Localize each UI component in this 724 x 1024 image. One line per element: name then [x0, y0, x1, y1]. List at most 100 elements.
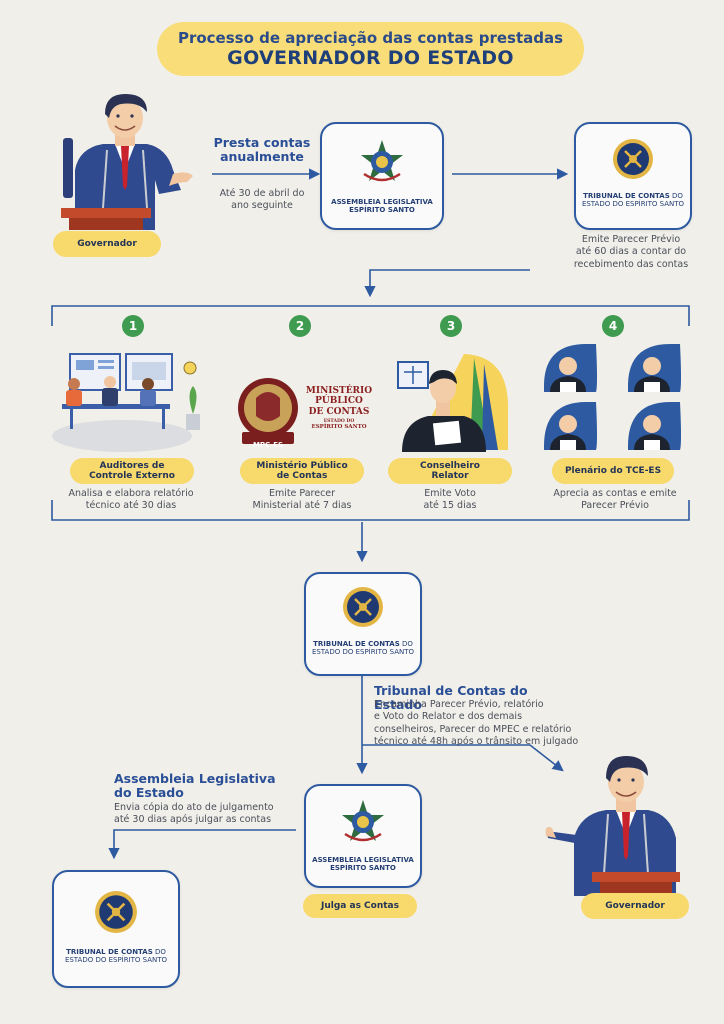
assembleia-card-bottom: ASSEMBLEIA LEGISLATIVA ESPÍRITO SANTO — [304, 784, 422, 888]
presta-contas-desc: Até 30 de abril do ano seguinte — [208, 188, 316, 213]
envia-line-2: até 30 dias após julgar as contas — [114, 814, 272, 826]
assembleia-emblem-icon — [361, 140, 403, 182]
envia-heading: Assembleia Legislativa do Estado — [114, 771, 284, 801]
assembleia-card-bottom-line-1: ASSEMBLEIA LEGISLATIVA — [312, 856, 414, 864]
presta-contas-desc-line-1: Até 30 de abril do — [219, 188, 305, 199]
julga-badge: Julga as Contas — [303, 894, 417, 918]
stage-3-number: 3 — [440, 315, 462, 337]
stage-2-desc-line-1: Emite Parecer — [268, 488, 336, 499]
emite-parecer-line-2: até 60 dias a contar do — [575, 246, 687, 258]
governador-bottom-badge: Governador — [581, 893, 689, 919]
arrow-to-governador-bottom — [362, 744, 564, 772]
encaminha-line-1: Encaminha Parecer Prévio, relatório — [374, 699, 544, 710]
stage-1-desc-line-2: técnico até 30 dias — [85, 500, 177, 512]
presta-contas-desc-line-2: ano seguinte — [231, 200, 293, 212]
stage-3-label-line-2: Relator — [431, 471, 469, 481]
stages-bracket-top — [51, 305, 690, 326]
title-line-1: Processo de apreciação das contas presta… — [177, 29, 564, 47]
conselheiro-illustration — [397, 354, 509, 452]
stages-bracket-bottom — [51, 500, 690, 521]
envia-line-1: Envia cópia do ato de julgamento — [114, 802, 274, 813]
assembleia-card-bottom-label: ASSEMBLEIA LEGISLATIVA ESPÍRITO SANTO — [306, 856, 420, 872]
arrow-tribunal-to-stages — [364, 269, 530, 298]
stage-4-desc-line-1: Aprecia as contas e emite — [553, 488, 677, 499]
mpc-logo-line-1: MINISTÉRIO — [305, 386, 373, 396]
tribunal-seal-icon — [95, 891, 137, 933]
stage-2-label-line-2: de Contas — [276, 471, 328, 481]
mpc-badge-text: MPC-ES — [252, 441, 284, 449]
title-line-2: GOVERNADOR DO ESTADO — [227, 47, 514, 69]
stage-1-desc: Analisa e elabora relatório técnico até … — [56, 488, 206, 513]
governador-top-label: Governador — [77, 238, 137, 249]
tribunal-card-bottom-label: TRIBUNAL DE CONTAS DO ESTADO DO ESPÍRITO… — [54, 948, 178, 964]
tribunal-card-middle-line-2: ESTADO DO ESPÍRITO SANTO — [311, 648, 415, 657]
stage-1-label-line-2: Controle Externo — [89, 471, 175, 481]
stage-1-desc-line-1: Analisa e elabora relatório — [68, 488, 194, 499]
encaminha-line-2: e Voto do Relator e dos demais — [374, 711, 523, 723]
tribunal-card-top: TRIBUNAL DE CONTAS DO ESTADO DO ESPÍRITO… — [574, 122, 692, 230]
emite-parecer-line-3: recebimento das contas — [573, 258, 689, 270]
tribunal-card-middle: TRIBUNAL DE CONTAS DO ESTADO DO ESPÍRITO… — [304, 572, 422, 676]
stage-2-number: 2 — [289, 315, 311, 337]
tribunal-card-middle-label: TRIBUNAL DE CONTAS DO ESTADO DO ESPÍRITO… — [306, 640, 420, 656]
title-banner: Processo de apreciação das contas presta… — [157, 22, 584, 76]
stage-2-desc: Emite Parecer Ministerial até 7 dias — [232, 488, 372, 513]
encaminha-line-3: conselheiros, Parecer do MPEC e relatóri… — [374, 723, 572, 735]
stage-4-desc-line-2: Parecer Prévio — [581, 500, 649, 512]
envia-heading-line-1: Assembleia Legislativa — [114, 771, 276, 786]
mpc-logo-line-2: PÚBLICO — [315, 396, 363, 407]
tribunal-card-bottom-line-1-rest: DO — [152, 948, 166, 956]
arrow-assembleia-to-tribunal-bottom — [108, 829, 296, 860]
julga-label: Julga as Contas — [321, 900, 399, 911]
mpc-emblem-icon — [238, 378, 298, 444]
governador-illustration — [61, 94, 193, 230]
stage-3-desc-line-2: até 15 dias — [423, 500, 477, 512]
stage-3-desc: Emite Voto até 15 dias — [390, 488, 510, 513]
presta-contas-heading: Presta contas anualmente — [212, 135, 312, 165]
stage-3-desc-line-1: Emite Voto — [424, 488, 476, 499]
plenario-illustration — [544, 344, 681, 450]
tribunal-card-top-line-1: TRIBUNAL DE CONTAS — [583, 192, 670, 200]
stage-4-label-line-1: Plenário do TCE-ES — [564, 465, 662, 476]
stage-3-label-line-1: Conselheiro — [420, 460, 480, 471]
presta-contas-heading-line-1: Presta contas — [213, 135, 311, 150]
mpc-logo-line-3: DE CONTAS — [308, 406, 370, 417]
tribunal-seal-icon — [343, 587, 383, 627]
encaminha-heading: Tribunal de Contas do Estado — [374, 683, 528, 713]
assembleia-emblem-icon — [342, 800, 384, 842]
assembleia-card-top-line-1: ASSEMBLEIA LEGISLATIVA — [331, 198, 433, 206]
tribunal-card-middle-line-1-rest: DO — [399, 640, 413, 648]
assembleia-card-bottom-line-2: ESPÍRITO SANTO — [330, 864, 396, 873]
tribunal-seal-icon — [613, 139, 653, 179]
tribunal-card-top-line-1-rest: DO — [669, 192, 683, 200]
tribunal-card-top-label: TRIBUNAL DE CONTAS DO ESTADO DO ESPÍRITO… — [576, 192, 690, 208]
stage-4-number: 4 — [602, 315, 624, 337]
encaminha-line-4: técnico até 48h após o trânsito em julga… — [374, 736, 579, 748]
tribunal-card-bottom-line-1: TRIBUNAL DE CONTAS — [66, 948, 153, 956]
envia-heading-line-2: do Estado — [114, 785, 184, 801]
mpc-logo-text: MINISTÉRIO PÚBLICO DE CONTAS ESTADO DO E… — [304, 386, 374, 431]
encaminha-desc: Encaminha Parecer Prévio, relatório e Vo… — [374, 699, 594, 748]
tribunal-card-bottom: TRIBUNAL DE CONTAS DO ESTADO DO ESPÍRITO… — [52, 870, 180, 988]
governador-bottom-label: Governador — [605, 900, 665, 911]
stage-1-label-line-1: Auditores de — [99, 460, 165, 471]
stage-4-desc: Aprecia as contas e emite Parecer Prévio — [544, 488, 686, 513]
governador-top-badge: Governador — [53, 231, 161, 257]
tribunal-card-middle-line-1: TRIBUNAL DE CONTAS — [313, 640, 400, 648]
auditores-illustration — [52, 353, 200, 452]
stage-4-badge: Plenário do TCE-ES — [552, 458, 674, 484]
assembleia-card-top: ASSEMBLEIA LEGISLATIVA ESPÍRITO SANTO — [320, 122, 444, 230]
stage-2-label-line-1: Ministério Público — [256, 460, 348, 471]
assembleia-card-top-label: ASSEMBLEIA LEGISLATIVA ESPÍRITO SANTO — [322, 198, 442, 214]
emite-parecer-line-1: Emite Parecer Prévio — [581, 234, 681, 245]
presta-contas-heading-line-2: anualmente — [220, 149, 304, 165]
mpc-logo-line-4: ESTADO DO — [323, 419, 355, 425]
mpc-logo-line-5: ESPÍRITO SANTO — [311, 424, 367, 431]
tribunal-card-bottom-line-2: ESTADO DO ESPÍRITO SANTO — [64, 956, 168, 965]
tribunal-card-top-line-2: ESTADO DO ESPÍRITO SANTO — [581, 200, 685, 209]
stage-2-desc-line-2: Ministerial até 7 dias — [252, 500, 352, 512]
